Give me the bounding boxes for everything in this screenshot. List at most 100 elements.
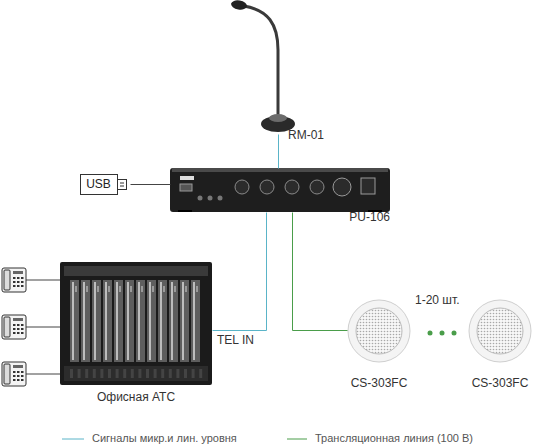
speaker-grille xyxy=(477,308,523,354)
phone-icon xyxy=(2,362,26,386)
rack-vent xyxy=(169,369,172,378)
usb-drive: USB xyxy=(80,174,130,195)
rack-top xyxy=(64,266,208,276)
rack-vent xyxy=(116,369,119,378)
blade-led xyxy=(185,286,187,292)
blade-led xyxy=(119,286,121,292)
amplifier-shape xyxy=(170,168,390,212)
gooseneck xyxy=(244,6,278,114)
blade-highlight xyxy=(72,282,74,360)
office-pbx: Офисная АТС xyxy=(60,262,212,385)
rack-vent xyxy=(138,369,141,378)
amplifier-foot xyxy=(178,210,192,212)
ceiling-speaker: CS-303FC xyxy=(347,300,411,364)
continuation-dots xyxy=(428,331,457,336)
blade-led xyxy=(141,286,143,292)
signal-wire xyxy=(213,213,267,331)
phone-icon xyxy=(2,268,26,292)
amplifier-body xyxy=(170,168,390,212)
rack-vent xyxy=(199,369,202,378)
amplifier: PU-106 xyxy=(170,168,390,212)
rack-vent xyxy=(131,369,134,378)
device-label: Офисная АТС xyxy=(40,390,232,404)
blade-highlight xyxy=(193,282,195,360)
usb-port xyxy=(180,184,192,191)
blade-led xyxy=(86,286,88,292)
ceiling-speaker-shape xyxy=(468,300,532,364)
phone-wire xyxy=(26,280,60,281)
legend-line-sample xyxy=(62,436,84,442)
brand-plate xyxy=(180,176,194,180)
device-label: RM-01 xyxy=(288,128,324,142)
volume-knob xyxy=(333,178,351,196)
usb-body xyxy=(81,175,118,195)
rack-body xyxy=(60,262,212,385)
legend-line xyxy=(62,438,84,439)
device-label: USB xyxy=(80,177,117,191)
blade-led xyxy=(97,286,99,292)
jack xyxy=(218,196,223,201)
mic-head xyxy=(230,0,247,11)
jack xyxy=(208,196,213,201)
blade-highlight xyxy=(116,282,118,360)
blade-led xyxy=(196,286,198,292)
legend-text: Трансляционная линия (100 В) xyxy=(315,432,473,445)
knob xyxy=(260,180,274,194)
speaker-rim xyxy=(469,300,531,362)
rack-blade xyxy=(114,280,123,362)
rack-blade xyxy=(180,280,189,362)
rack-vent xyxy=(176,369,179,378)
speaker-grille xyxy=(356,308,402,354)
rack-vent xyxy=(123,369,126,378)
legend-line-sample xyxy=(287,436,307,442)
rack-vent xyxy=(93,369,96,378)
rack-blade xyxy=(147,280,156,362)
phone-wires xyxy=(26,280,60,374)
blade-highlight xyxy=(83,282,85,360)
blade-highlight xyxy=(182,282,184,360)
knob xyxy=(235,180,249,194)
blade-led xyxy=(108,286,110,292)
rack-vent xyxy=(100,369,103,378)
rack-blade xyxy=(81,280,90,362)
blade-highlight xyxy=(94,282,96,360)
device-label: CS-303FC xyxy=(334,376,424,390)
blade-led xyxy=(130,286,132,292)
speaker-rim xyxy=(348,300,410,362)
rack-vent xyxy=(154,369,157,378)
usb-pin xyxy=(120,183,124,184)
blade-led xyxy=(163,286,165,292)
rack-blade xyxy=(158,280,167,362)
ceiling-speaker: CS-303FC xyxy=(468,300,532,364)
power-button xyxy=(361,178,375,194)
mic-base-top xyxy=(269,114,287,122)
device-label: PU-106 xyxy=(349,210,390,224)
legend-line xyxy=(287,438,307,439)
blade-led xyxy=(152,286,154,292)
phone-wire xyxy=(26,374,60,375)
rack-blade xyxy=(191,280,200,362)
ceiling-speaker-shape xyxy=(347,300,411,364)
rack-blade xyxy=(92,280,101,362)
blade-highlight xyxy=(171,282,173,360)
microphone: RM-01 xyxy=(228,0,300,134)
rack-vent xyxy=(108,369,111,378)
blade-highlight xyxy=(105,282,107,360)
blade-led xyxy=(75,286,77,292)
blade-highlight xyxy=(149,282,151,360)
rack-blade xyxy=(125,280,134,362)
knob xyxy=(310,180,324,194)
knob xyxy=(285,180,299,194)
rack-vent xyxy=(70,369,73,378)
rack-vent xyxy=(85,369,88,378)
blade-highlight xyxy=(127,282,129,360)
rack-blade xyxy=(136,280,145,362)
rack-blade xyxy=(169,280,178,362)
blade-highlight xyxy=(138,282,140,360)
blade-led xyxy=(174,286,176,292)
rack-vent xyxy=(184,369,187,378)
office-pbx-shape xyxy=(60,262,212,385)
usb-pin xyxy=(120,186,124,187)
rack-blade xyxy=(103,280,112,362)
